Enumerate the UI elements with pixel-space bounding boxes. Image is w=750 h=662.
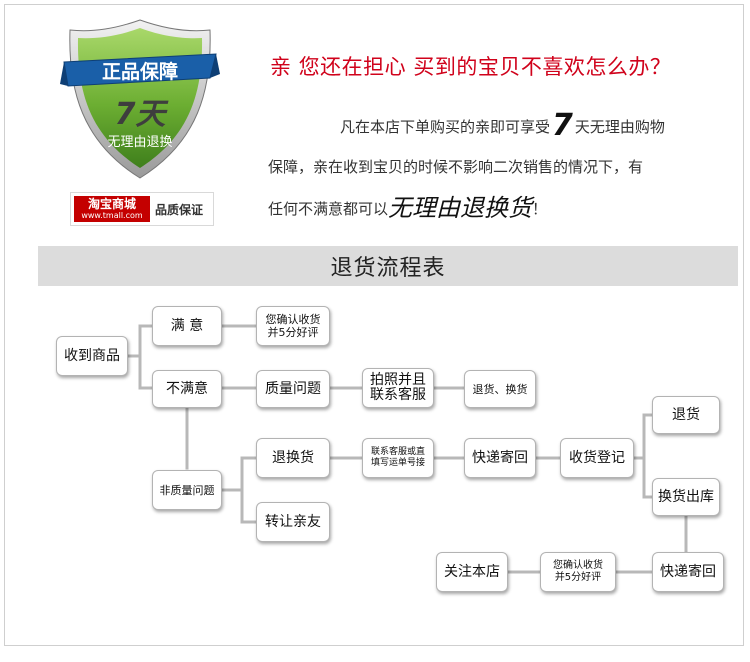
- tmall-logo: 淘宝商城 www.tmall.com: [74, 196, 150, 222]
- node-confirm-receipt-2-line-2: 并5分好评: [554, 572, 602, 583]
- node-confirm-receipt-2-line-1: 您确认收货: [553, 560, 603, 571]
- node-return-goods: 退换货: [256, 438, 330, 478]
- node-express-return-1: 快递寄回: [464, 438, 536, 478]
- tmall-logo-text: 淘宝商城: [87, 197, 136, 211]
- policy-line-1-post: 天无理由购物: [574, 118, 665, 136]
- node-confirm-receipt-1: 您确认收货 并5分好评: [256, 306, 330, 346]
- node-exchange-shipped: 换货出库: [652, 478, 720, 516]
- node-receive-goods: 收到商品: [56, 336, 128, 376]
- badge-subtitle: 无理由退换: [107, 135, 172, 150]
- node-satisfied: 满 意: [152, 306, 222, 346]
- policy-line-2: 保障，亲在收到宝贝的时候不影响二次销售的情况下，有: [268, 158, 644, 176]
- node-return-exchange: 退货、换货: [464, 370, 536, 408]
- node-confirm-receipt-1-line-1: 您确认收货: [265, 313, 321, 326]
- quality-guarantee-text: 品质保证: [155, 202, 204, 217]
- tmall-logo-url: www.tmall.com: [81, 211, 143, 220]
- policy-line-3-post: ！: [532, 200, 548, 218]
- policy-seven: 7: [552, 108, 573, 143]
- policy-return-emphasis: 无理由退换货: [388, 194, 533, 222]
- node-unsatisfied: 不满意: [152, 370, 222, 408]
- genuine-guarantee-shield-icon: 正品保障 7天 无理由退换: [60, 19, 220, 179]
- node-contact-tracking-line-2: 填写运单号接: [370, 458, 425, 468]
- policy-line-3-pre: 任何不满意都可以: [268, 200, 389, 218]
- section-title-bar: 退货流程表: [38, 246, 738, 286]
- node-quality-issue: 质量问题: [256, 370, 330, 408]
- headline: 亲 您还在担心 买到的宝贝不喜欢怎么办？: [270, 55, 672, 79]
- node-confirm-receipt-2: 您确认收货 并5分好评: [540, 552, 616, 592]
- node-transfer-friend: 转让亲友: [256, 502, 330, 542]
- node-refund: 退货: [652, 396, 720, 434]
- node-photo-contact: 拍照并且 联系客服: [362, 368, 434, 408]
- node-follow-store: 关注本店: [436, 552, 508, 592]
- tmall-quality-badge: 淘宝商城 www.tmall.com 品质保证: [70, 192, 214, 226]
- section-title: 退货流程表: [330, 256, 446, 281]
- node-receipt-registration: 收货登记: [560, 438, 634, 478]
- node-express-return-2: 快递寄回: [652, 552, 724, 592]
- policy-line-3: 任何不满意都可以无理由退换货！: [268, 188, 547, 223]
- policy-line-1-pre: 凡在本店下单购买的亲即可享受: [340, 118, 551, 136]
- node-confirm-receipt-1-line-2: 并5分好评: [267, 326, 319, 339]
- node-non-quality-issue: 非质量问题: [152, 470, 222, 510]
- node-contact-tracking-line-1: 联系客服或直: [370, 447, 425, 457]
- node-photo-contact-line-2: 联系客服: [370, 387, 426, 403]
- badge-title: 正品保障: [102, 60, 178, 83]
- badge-seven-days: 7天: [115, 97, 170, 132]
- node-photo-contact-line-1: 拍照并且: [370, 372, 426, 388]
- node-contact-tracking: 联系客服或直 填写运单号接: [362, 438, 434, 478]
